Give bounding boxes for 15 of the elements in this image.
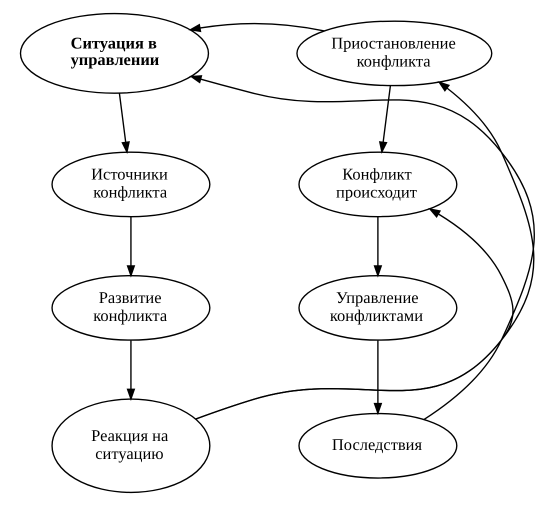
- arrow: [118, 93, 130, 154]
- arrow: [373, 340, 382, 416]
- node-ellipse: Реакция на ситуацию: [50, 398, 210, 494]
- node-ellipse: Последствия: [298, 412, 457, 479]
- node-ellipse: Ситуация в управлении: [19, 12, 209, 94]
- arrow: [188, 22, 324, 32]
- arrow: [378, 86, 391, 154]
- node-ellipse: Приостановление конфликта: [296, 20, 492, 86]
- node-ellipse: Источники конфликта: [50, 151, 210, 218]
- node-ellipse: Управление конфликтами: [298, 274, 457, 341]
- arrow: [373, 216, 382, 278]
- arrow: [195, 208, 514, 420]
- node-ellipse: Развитие конфликта: [50, 274, 210, 341]
- arrow: [126, 216, 135, 278]
- arrow: [126, 340, 135, 401]
